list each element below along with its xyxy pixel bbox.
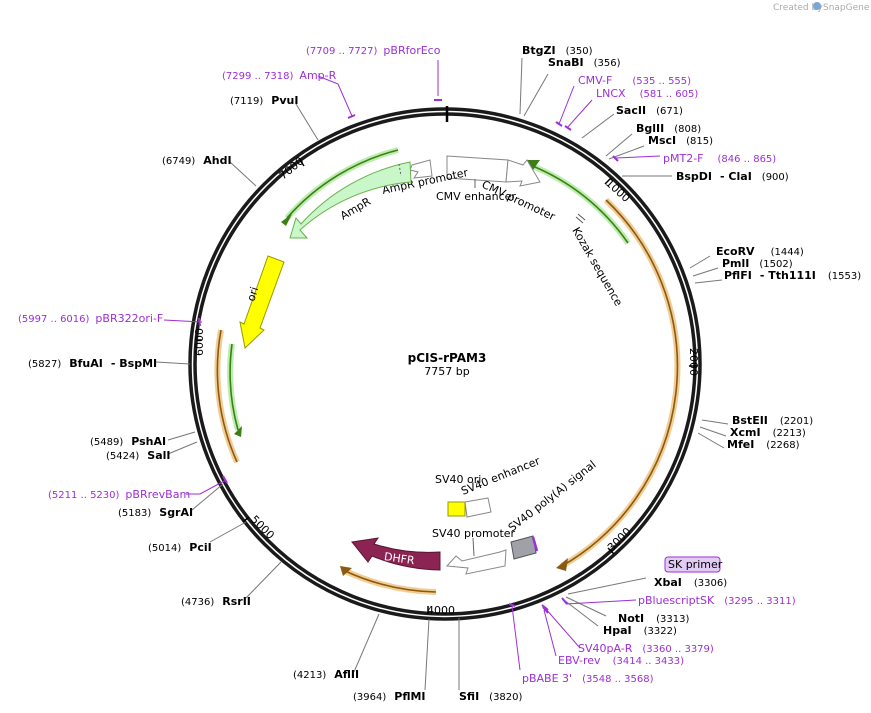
tick-5000: 5000: [248, 513, 277, 542]
primer-sv40pa-r[interactable]: SV40pA-R(3360 .. 3379): [578, 642, 714, 655]
plasmid-size: 7757 bp: [424, 365, 469, 378]
green-arc-left-line: [229, 343, 239, 431]
sv40-polya-block[interactable]: [510, 535, 537, 560]
orf-arc-bottom-line: [342, 569, 437, 593]
tick-mark-7000: [299, 159, 305, 167]
enzyme-pshai[interactable]: (5489)PshAI: [90, 435, 166, 448]
enzyme-leader-lines: [155, 57, 729, 691]
enzyme-xcmi[interactable]: XcmI(2213): [730, 426, 806, 439]
primer-marks: [198, 99, 619, 614]
enzyme-msci[interactable]: MscI(815): [648, 134, 713, 147]
tick-6000: 6000: [193, 328, 206, 356]
cmv-promoter-arrow[interactable]: [505, 159, 541, 187]
enzyme-sgrai[interactable]: (5183)SgrAI: [118, 506, 193, 519]
dhfr-label: DHFR: [383, 550, 416, 567]
sk-primer-label: SK primer: [668, 558, 723, 571]
enzyme-pflfi-tth111i[interactable]: PflFI- Tth111I(1553): [724, 269, 861, 282]
enzyme-xbai[interactable]: XbaI(3306): [654, 576, 727, 589]
orf-arc-right[interactable]: [560, 197, 681, 569]
ampr-arrow[interactable]: [289, 161, 412, 239]
enzyme-pflmi[interactable]: (3964)PflMI: [353, 690, 426, 703]
sv40-enhancer-block[interactable]: [464, 497, 492, 518]
sk-primer-badge[interactable]: [664, 556, 721, 573]
primer-cmv-f[interactable]: CMV-F(535 .. 555): [578, 74, 691, 87]
primer-leader-lines: [163, 60, 661, 671]
ori-arrow[interactable]: [239, 255, 285, 349]
enzyme-bfuai-bspmi[interactable]: (5827)BfuAI- BspMI: [28, 357, 157, 370]
enzyme-rsrii[interactable]: (4736)RsrII: [181, 595, 251, 608]
tick-mark-1000: [604, 177, 612, 185]
enzyme-snabi[interactable]: SnaBI(356): [548, 56, 621, 69]
sv40-polya-primer-tick: [531, 536, 539, 552]
enzyme-bglii[interactable]: BglII(808): [636, 122, 701, 135]
enzyme-mfei[interactable]: MfeI(2268): [727, 438, 800, 451]
primer-lncx[interactable]: LNCX(581 .. 605): [596, 87, 698, 100]
enzyme-ahdi[interactable]: (6749)AhdI: [162, 154, 232, 167]
primer-pbr322ori-f[interactable]: (5997 .. 6016)pBR322ori-F: [18, 312, 163, 325]
primer-amp-r[interactable]: (7299 .. 7318)Amp-R: [222, 69, 337, 82]
ori-label: ori: [244, 285, 261, 303]
enzyme-pmli[interactable]: PmlI(1502): [722, 257, 793, 270]
orf-arc-left-line: [216, 329, 238, 463]
tick-mark-5000: [242, 516, 250, 523]
sv40-promoter-label: SV40 promoter: [432, 527, 516, 540]
sv40-ori-block[interactable]: [447, 501, 466, 517]
kozak-marker-2: [575, 216, 584, 224]
plasmid-name: pCIS-rPAM3: [408, 351, 487, 365]
tick-mark-3000: [607, 547, 615, 555]
dhfr-arrow[interactable]: [351, 537, 441, 571]
created-by-label: Created by: [773, 3, 823, 13]
primer-pbluescriptsk[interactable]: pBluescriptSK(3295 .. 3311): [638, 594, 796, 607]
green-arc-top-right-line: [529, 164, 629, 244]
green-arc-top-right-arrowhead: [527, 160, 540, 170]
tick-4000: 4000: [427, 604, 455, 617]
enzyme-pcii[interactable]: (5014)PciI: [148, 541, 212, 554]
orf-arc-bottom[interactable]: [341, 567, 437, 595]
enzyme-bspdi-clai[interactable]: BspDI- ClaI(900): [676, 170, 789, 183]
enzyme-sali[interactable]: (5424)SalI: [106, 449, 170, 462]
enzyme-ecorv[interactable]: EcoRV(1444): [716, 245, 804, 258]
enzyme-hpai[interactable]: HpaI(3322): [603, 624, 677, 637]
sv40-promoter-arrow[interactable]: [445, 549, 507, 575]
orf-arc-bottom-arrowhead: [340, 566, 352, 576]
enzyme-btgzi[interactable]: BtgZI(350): [522, 44, 593, 57]
enzyme-aflii[interactable]: (4213)AflII: [293, 668, 359, 681]
green-arc-left-arrowhead: [234, 426, 242, 437]
primer-ebv-rev[interactable]: EBV-rev(3414 .. 3433): [558, 654, 684, 667]
cmv-enhancer-label: CMV enhancer: [436, 190, 516, 203]
primer-pbrforeco[interactable]: (7709 .. 7727)pBRforEco: [306, 44, 441, 57]
enzyme-noti[interactable]: NotI(3313): [618, 612, 689, 625]
snapgene-logo-icon: [813, 2, 821, 10]
primer-pbrrevbam[interactable]: (5211 .. 5230)pBRrevBam: [48, 488, 190, 501]
primer-pmt2-f[interactable]: pMT2-F(846 .. 865): [663, 152, 776, 165]
snapgene-brand: SnapGene: [823, 3, 870, 13]
orf-arc-right-arrowhead: [556, 558, 568, 571]
sv40-promoter-leader: [472, 537, 475, 557]
sv40-ori-label: SV40 ori: [435, 473, 481, 486]
primer-pbabe-3[interactable]: pBABE 3'(3548 .. 3568): [522, 672, 654, 685]
backbone-inner: [193, 112, 697, 616]
enzyme-sfii[interactable]: SfiI(3820): [459, 690, 523, 703]
enzyme-bsteii[interactable]: BstEII(2201): [732, 414, 813, 427]
enzyme-sacii[interactable]: SacII(671): [616, 104, 683, 117]
ampr-green-arrowhead: [281, 214, 292, 226]
orf-arc-right-line: [561, 199, 679, 567]
enzyme-pvui[interactable]: (7119)PvuI: [230, 94, 298, 107]
tick-2000: 2000: [687, 348, 700, 376]
kozak-marker: [577, 213, 586, 221]
ampr-green-arc-line: [286, 149, 399, 219]
kozak-label: Kozak sequence: [569, 225, 625, 309]
